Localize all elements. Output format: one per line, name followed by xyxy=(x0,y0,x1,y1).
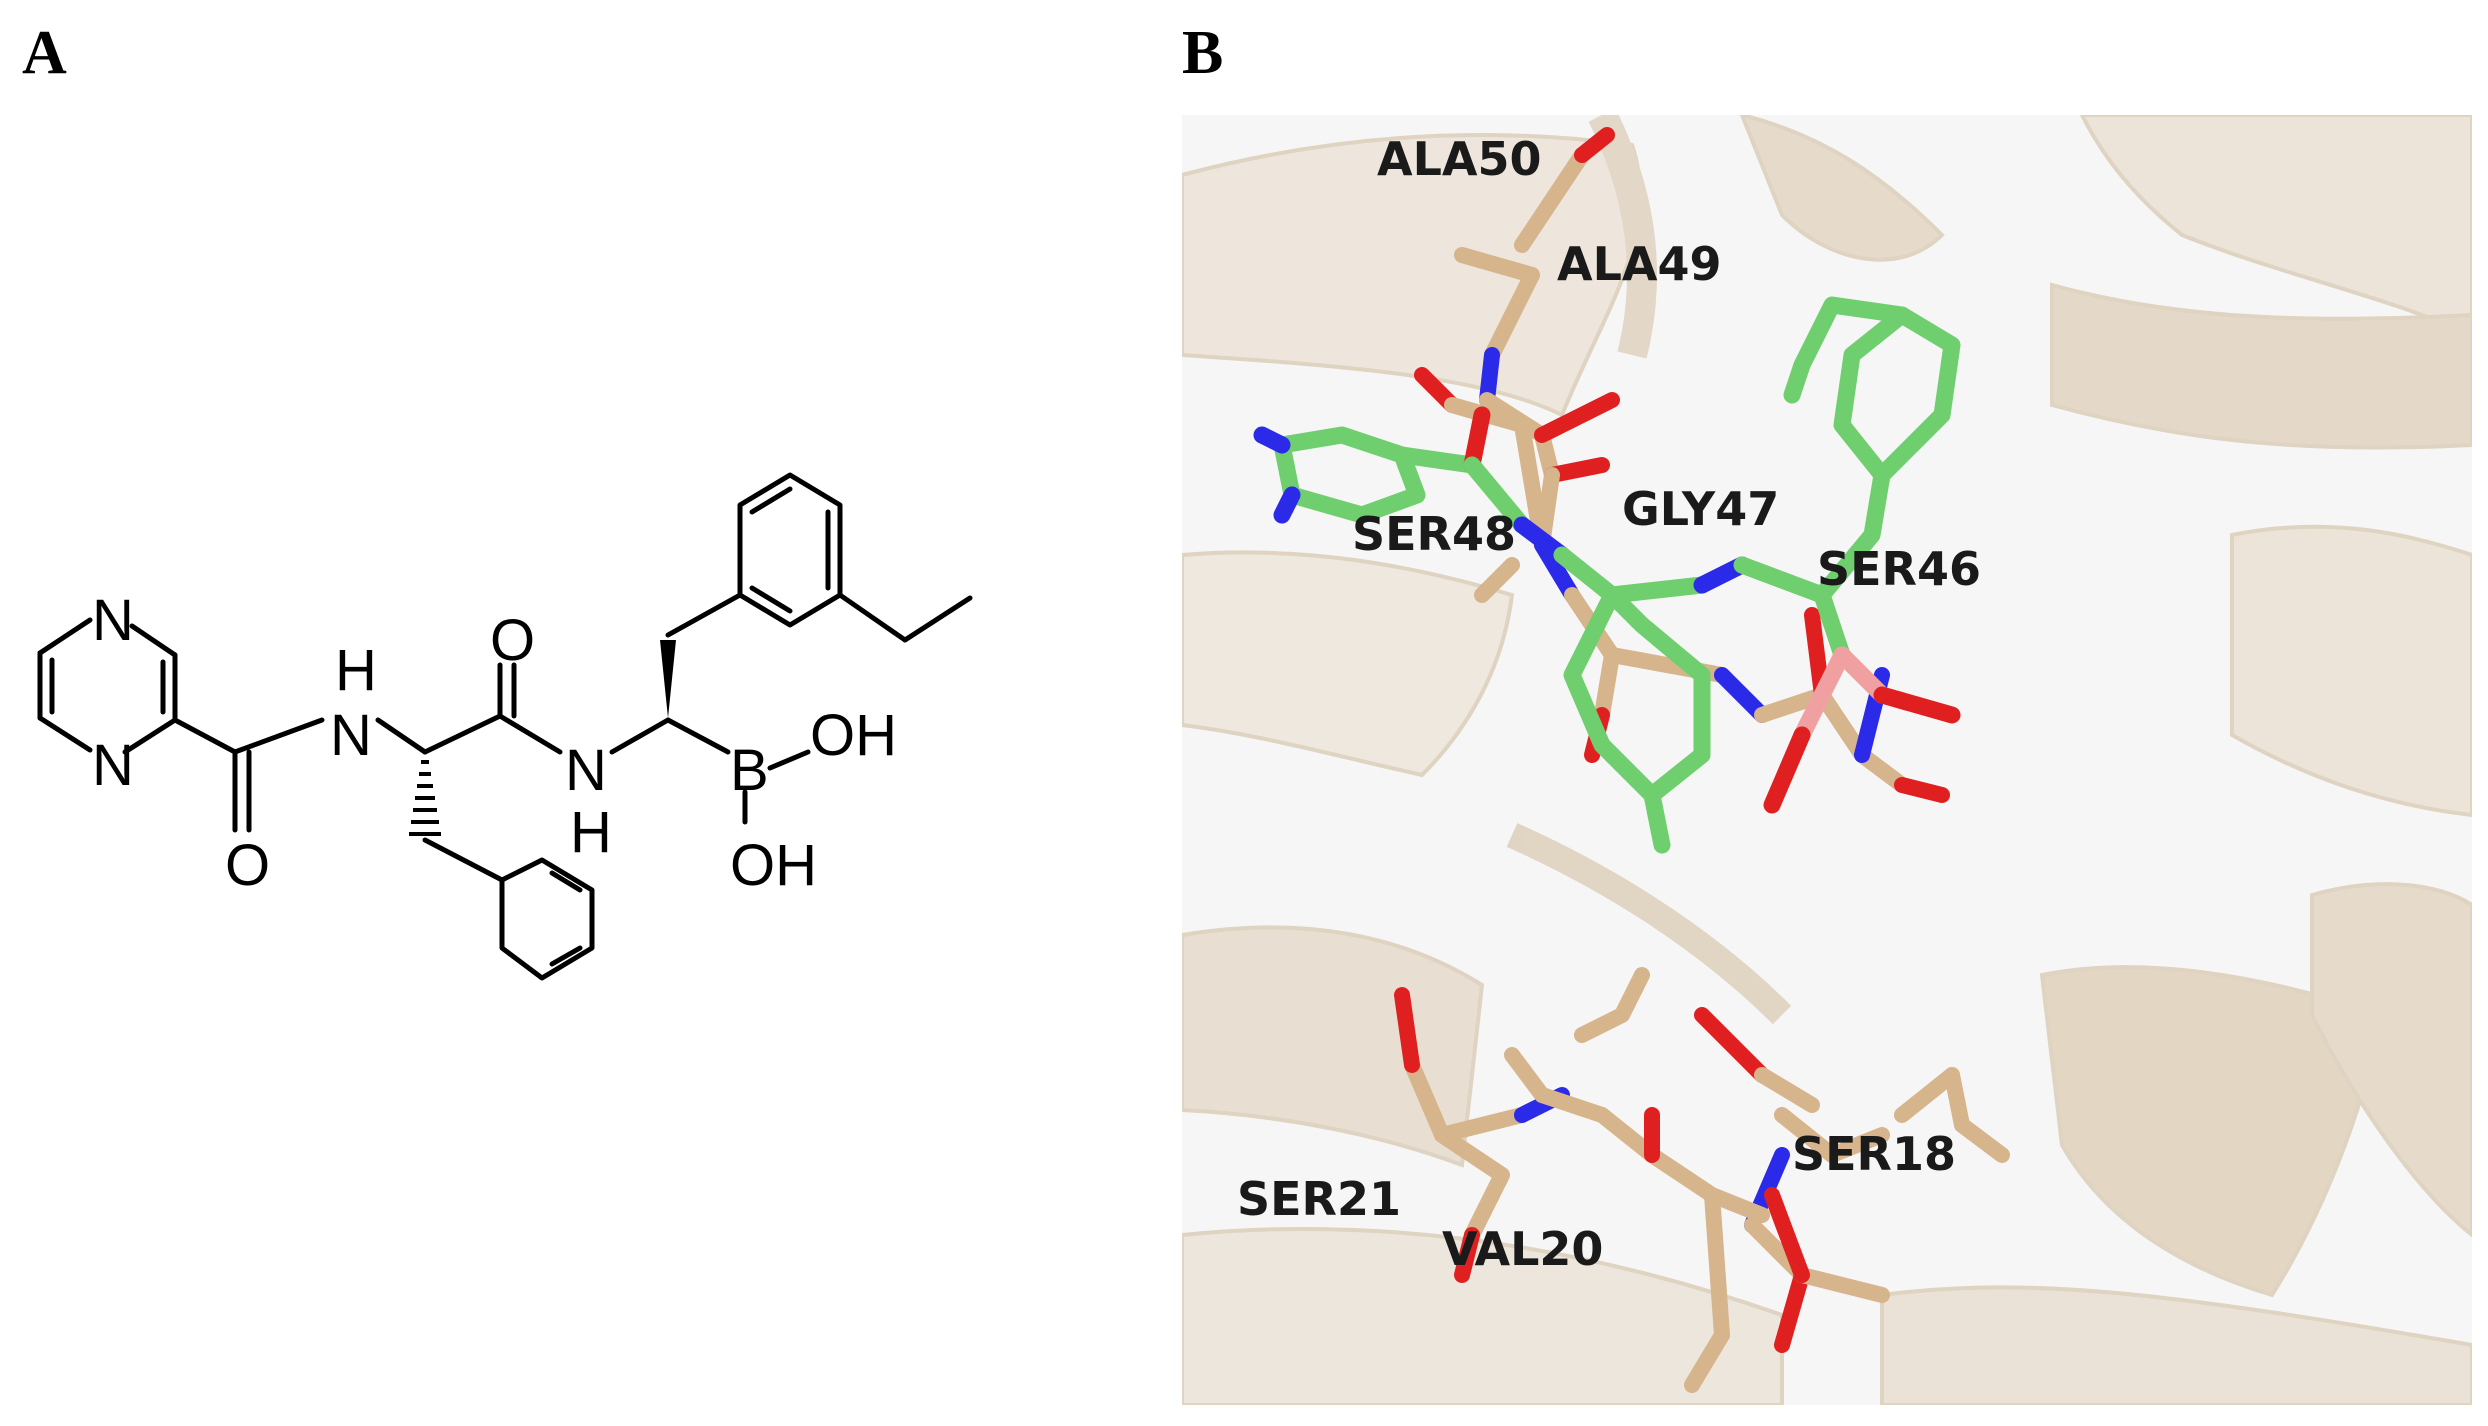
residue-label-ser18: SER18 xyxy=(1792,1127,1956,1181)
protein-sticks xyxy=(1394,127,2010,1393)
solid-wedge xyxy=(660,640,676,718)
residue-label-val20: VAL20 xyxy=(1442,1222,1603,1276)
atom-oh1: OH xyxy=(810,703,897,768)
residue-label-ala50: ALA50 xyxy=(1377,132,1542,186)
atom-n-ring-top: N xyxy=(92,588,134,653)
docking-scene: ALA50 ALA49 SER48 GLY47 SER46 SER18 SER2… xyxy=(1182,115,2472,1405)
residue-label-ser21: SER21 xyxy=(1237,1172,1401,1226)
atom-nh2-h: H xyxy=(570,800,612,865)
atom-oh2: OH xyxy=(730,833,817,898)
atom-nh1-n: N xyxy=(330,703,372,768)
structure-bonds xyxy=(37,472,973,981)
protein-cartoon xyxy=(1182,115,2472,1405)
atom-boron: B xyxy=(730,738,769,803)
hashed-wedge-1 xyxy=(409,760,441,836)
residue-label-ser46: SER46 xyxy=(1817,542,1981,596)
atom-o1: O xyxy=(225,833,270,898)
chemical-structure: N N N H O O N H B OH OH xyxy=(37,472,973,981)
docking-render: ALA50 ALA49 SER48 GLY47 SER46 SER18 SER2… xyxy=(1182,115,2472,1405)
atom-n-ring-bottom: N xyxy=(92,733,134,798)
ligand-sticks xyxy=(1253,296,1961,854)
residue-label-ala49: ALA49 xyxy=(1557,237,1722,291)
atom-o2: O xyxy=(490,608,535,673)
atom-nh2-n: N xyxy=(565,738,607,803)
panel-b-label: B xyxy=(1182,19,1224,87)
atom-nh1-h: H xyxy=(335,638,377,703)
residue-label-gly47: GLY47 xyxy=(1622,482,1779,536)
panel-a-label: A xyxy=(22,19,67,87)
residue-label-ser48: SER48 xyxy=(1352,507,1516,561)
